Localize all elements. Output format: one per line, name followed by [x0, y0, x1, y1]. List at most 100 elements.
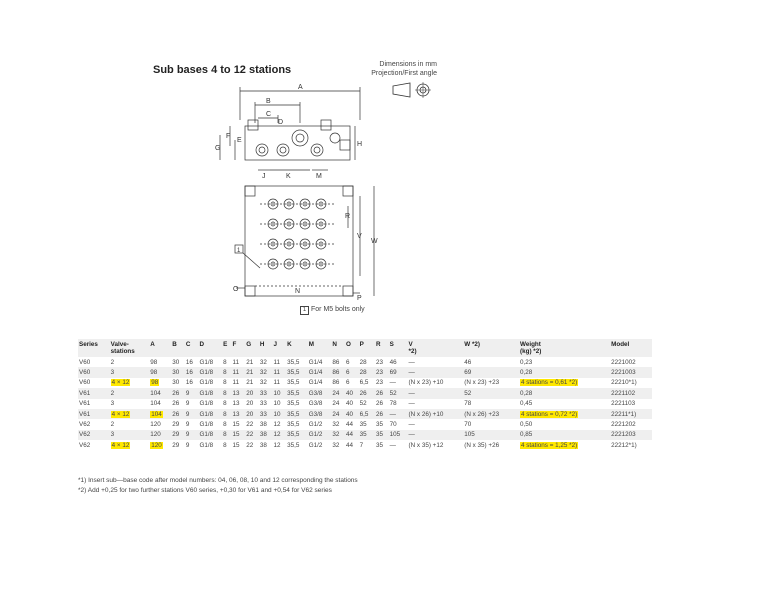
table-cell: 13 — [232, 400, 240, 408]
table-cell: 4 stations = 1,25 *2) — [520, 441, 579, 449]
dim-label-O: O — [233, 286, 239, 293]
table-cell: 10 — [272, 408, 287, 420]
table-cell: V62 — [79, 421, 91, 429]
column-header: D — [198, 339, 223, 357]
table-cell: G1/8 — [198, 408, 223, 420]
dim-label-F: F — [226, 133, 230, 140]
table-cell: 35,5 — [286, 388, 308, 399]
table-cell: 6 — [345, 367, 359, 378]
table-cell: G1/8 — [199, 421, 214, 429]
table-cell: V60 — [79, 379, 91, 387]
table-cell: 40 — [345, 388, 359, 399]
table-cell: 6 — [346, 379, 350, 387]
table-cell: — — [407, 367, 464, 378]
table-cell: 16 — [185, 358, 193, 366]
table-cell: 35 — [375, 441, 383, 449]
table-cell: 78 — [464, 400, 472, 408]
projection-label: Projection/First angle — [371, 70, 437, 77]
table-cell: — — [389, 441, 396, 449]
table-cell: 2221002 — [611, 358, 636, 366]
dim-label-E: E — [237, 137, 242, 144]
table-cell: 32 — [332, 421, 340, 429]
table-cell: V61 — [78, 388, 110, 399]
table-cell: 26 — [374, 388, 389, 399]
table-cell: 26 — [374, 408, 389, 420]
table-cell: 33 — [258, 408, 273, 420]
table-cell: 40 — [345, 408, 359, 420]
dim-label-B: B — [266, 98, 271, 105]
column-header: G — [245, 339, 259, 357]
column-header: N — [331, 339, 346, 357]
table-cell: G1/4 — [307, 367, 332, 378]
table-cell: 26 — [172, 400, 180, 408]
column-header: E — [222, 339, 232, 357]
table-cell: 104 — [149, 388, 172, 399]
table-cell: G1/4 — [308, 358, 323, 366]
table-cell: 104 — [150, 400, 161, 408]
table-cell: 32 — [331, 429, 346, 441]
table-cell: 44 — [345, 429, 359, 441]
column-header: S — [388, 339, 408, 357]
table-cell: 0,28 — [519, 388, 611, 399]
dim-label-C: C — [266, 111, 271, 118]
column-header: K — [286, 339, 308, 357]
table-cell: 0,23 — [520, 358, 533, 366]
table-cell: 28 — [359, 358, 367, 366]
table-cell: 8 — [222, 388, 232, 399]
column-header: H — [258, 339, 273, 357]
table-cell: 12 — [272, 429, 287, 441]
table-cell: 29 — [171, 429, 185, 441]
column-header: P — [358, 339, 375, 357]
table-cell: 22212*1) — [611, 441, 637, 449]
dim-label-D: D — [278, 119, 283, 126]
table-cell: 98 — [150, 379, 160, 387]
table-cell: G1/8 — [199, 441, 214, 449]
table-cell: 8 — [223, 421, 227, 429]
table-cell: (N x 23) +10 — [408, 379, 444, 387]
column-header: A — [149, 339, 172, 357]
table-cell: 20 — [246, 400, 254, 408]
table-cell: G1/8 — [199, 400, 214, 408]
table-cell: G1/8 — [199, 358, 214, 366]
dim-label-R: R — [345, 213, 350, 220]
table-cell: 24 — [332, 400, 340, 408]
dim-label-J: J — [262, 173, 266, 180]
table-cell: 35,5 — [287, 379, 300, 387]
table-cell: 23 — [375, 358, 383, 366]
table-cell: V62 — [78, 429, 110, 441]
table-cell: 9 — [185, 400, 190, 408]
table-cell: 0,28 — [519, 367, 611, 378]
table-cell: — — [408, 358, 415, 366]
table-cell: 35 — [375, 421, 383, 429]
table-cell: 120 — [150, 441, 163, 449]
table-cell: 26 — [358, 388, 375, 399]
table-cell: G1/4 — [308, 379, 323, 387]
table-cell: 9 — [184, 388, 199, 399]
table-cell: (N x 26) +10 — [407, 408, 464, 420]
column-header: Model — [610, 339, 652, 357]
table-cell: 52 — [463, 388, 519, 399]
table-cell: 7 — [359, 441, 364, 449]
footnotes: *1) Insert sub—base code after model num… — [78, 476, 358, 496]
table-cell: 9 — [185, 421, 190, 429]
table-cell: 21 — [246, 358, 254, 366]
table-cell: 69 — [463, 367, 519, 378]
dim-label-V: V — [357, 233, 362, 240]
table-cell: 8 — [223, 379, 227, 387]
table-cell: 29 — [172, 441, 180, 449]
table-cell: 35,5 — [287, 421, 300, 429]
table-cell: 38 — [259, 421, 267, 429]
table-cell: 11 — [272, 367, 287, 378]
table-cell: G1/2 — [308, 441, 323, 449]
table-cell: 11 — [232, 358, 240, 366]
table-cell: 98 — [149, 367, 172, 378]
table-cell: 30 — [171, 367, 185, 378]
